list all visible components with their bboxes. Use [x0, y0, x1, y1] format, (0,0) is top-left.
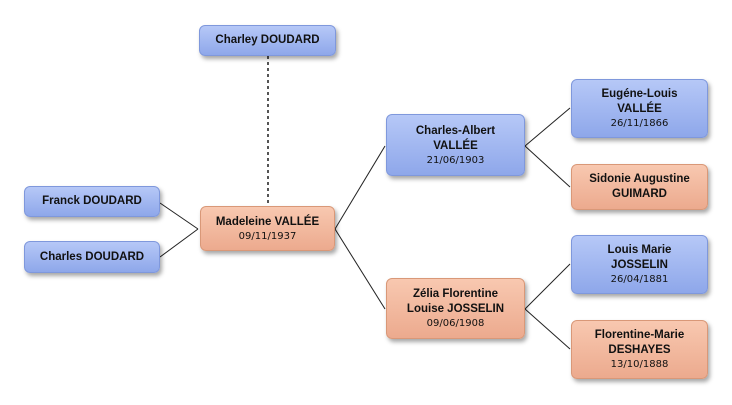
person-date: 09/06/1908: [426, 318, 485, 329]
person-name-line1: Charles-Albert: [415, 124, 496, 137]
person-zelia-josselin[interactable]: Zélia Florentine Louise JOSSELIN 09/06/1…: [386, 278, 525, 339]
person-date: 26/11/1866: [610, 118, 669, 129]
person-name: Charley DOUDARD: [215, 34, 320, 46]
link-madeleine-zelia: [334, 228, 386, 310]
person-name-line1: Florentine-Marie: [594, 329, 685, 341]
link-charles-madeleine: [159, 228, 199, 258]
person-name: Franck DOUDARD: [42, 195, 142, 207]
person-name: Madeleine VALLÉE: [215, 215, 320, 228]
link-zelia-louis-marie: [524, 263, 571, 310]
person-franck-doudard[interactable]: Franck DOUDARD: [24, 186, 160, 217]
person-madeleine-vallee[interactable]: Madeleine VALLÉE 09/11/1937: [200, 206, 335, 251]
person-date: 09/11/1937: [238, 230, 297, 242]
person-louis-marie-josselin[interactable]: Louis Marie JOSSELIN 26/04/1881: [571, 235, 708, 294]
person-date: 13/10/1888: [610, 359, 669, 370]
person-name-line2: JOSSELIN: [611, 259, 668, 271]
person-date: 26/04/1881: [610, 274, 669, 285]
person-name-line2: VALLÉE: [433, 139, 478, 152]
person-eugene-louis-vallee[interactable]: Eugéne-Louis VALLÉE 26/11/1866: [571, 79, 708, 138]
person-name-line1: Sidonie Augustine: [589, 173, 690, 185]
link-charles-albert-eugene: [524, 107, 571, 147]
person-name: Charles DOUDARD: [39, 250, 145, 263]
link-zelia-florentine: [524, 308, 571, 350]
person-name-line2: Louise JOSSELIN: [406, 303, 505, 315]
person-name-line1: Louis Marie: [607, 244, 672, 256]
link-madeleine-charles-albert: [334, 145, 386, 230]
person-name-line1: Zélia Florentine: [413, 288, 498, 300]
link-charles-albert-sidonie: [524, 145, 571, 188]
person-date: 21/06/1903: [426, 154, 485, 166]
person-name-line2: GUIMARD: [612, 188, 667, 200]
person-name-line2: DESHAYES: [608, 344, 671, 356]
person-charles-doudard[interactable]: Charles DOUDARD: [24, 241, 160, 273]
person-charles-albert-vallee[interactable]: Charles-Albert VALLÉE 21/06/1903: [386, 114, 525, 176]
person-name-line1: Eugéne-Louis: [601, 88, 678, 100]
person-charley-doudard[interactable]: Charley DOUDARD: [199, 25, 336, 56]
person-name-line2: VALLÉE: [617, 103, 662, 115]
link-franck-madeleine: [159, 202, 199, 230]
person-sidonie-guimard[interactable]: Sidonie Augustine GUIMARD: [571, 164, 708, 210]
person-florentine-marie-deshayes[interactable]: Florentine-Marie DESHAYES 13/10/1888: [571, 320, 708, 379]
